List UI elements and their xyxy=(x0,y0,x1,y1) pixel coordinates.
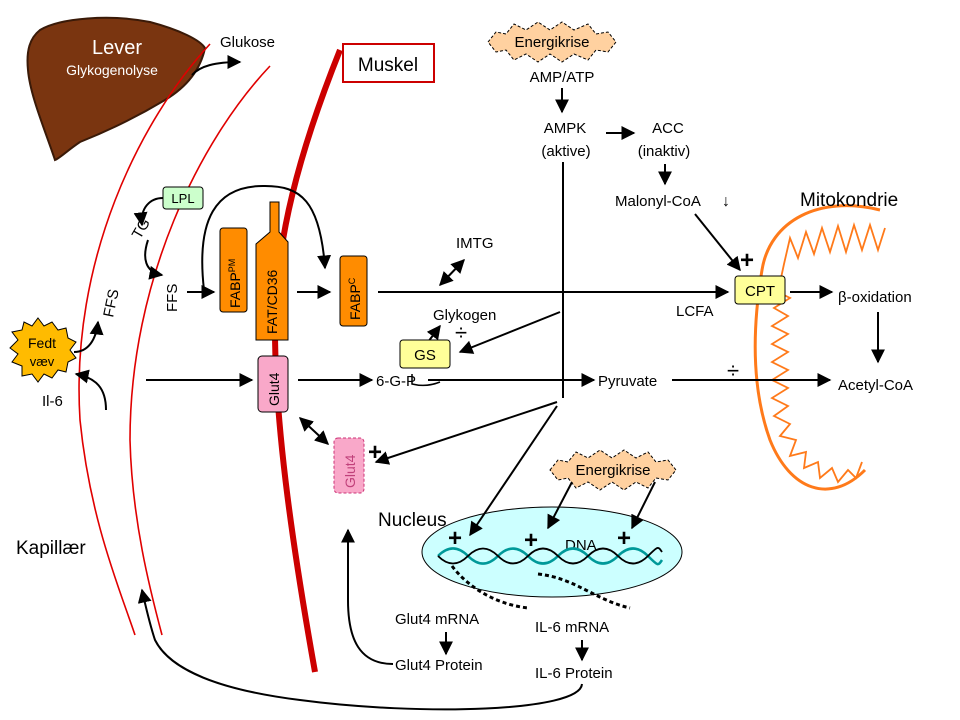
cpt-box xyxy=(734,275,786,305)
ampk-glut4-arrow xyxy=(374,401,558,465)
malonyl-cpt-sign: + xyxy=(740,247,754,274)
fabp-c-label: FABPC xyxy=(347,277,363,320)
acc-state: (inaktiv) xyxy=(638,143,691,160)
cpt-label: CPT xyxy=(745,283,775,300)
fedt-ffs-arrow xyxy=(73,320,104,353)
capillary-wall-right xyxy=(129,65,271,636)
glut4-traffic-arrow xyxy=(298,417,330,445)
pyruvate-inhibit-sign: ÷ xyxy=(727,358,739,383)
glut4-vesicle-label: Glut4 xyxy=(342,454,358,488)
glut4-vesicle-box xyxy=(333,437,365,494)
muskel-box xyxy=(342,43,435,83)
glukose-arrow xyxy=(191,55,242,76)
malonyl-down-arrow: ↓ xyxy=(722,193,730,210)
tg-ffs-arrow xyxy=(144,239,164,280)
il6-protein-label: IL-6 Protein xyxy=(535,665,613,682)
dna-sign-1: + xyxy=(448,525,462,552)
gs-label: GS xyxy=(414,347,436,364)
mitokondrie-cristae xyxy=(770,221,886,484)
il6-protein-capillary-arrow xyxy=(137,588,583,711)
gs-inhibit-sign: ÷ xyxy=(455,320,467,345)
fedt-vaev-burst xyxy=(9,317,77,383)
energikrise-dna-arrow-1 xyxy=(547,481,573,530)
fabp-pm-label: FABPPM xyxy=(227,259,243,308)
mitokondrie-label: Mitokondrie xyxy=(800,190,898,211)
glykogen-label: Glykogen xyxy=(433,307,496,324)
il6-mrna-label: IL-6 mRNA xyxy=(535,619,609,636)
glut4-vesicle-sign: + xyxy=(368,439,382,466)
gs-box xyxy=(399,339,451,369)
malonyl-label: Malonyl-CoA xyxy=(615,193,701,210)
energikrise-mid-burst xyxy=(549,449,677,491)
mitokondrie-outer xyxy=(753,204,881,491)
dna-strand-black xyxy=(437,547,663,565)
glut4-mrna-label: Glut4 mRNA xyxy=(395,611,479,628)
lpl-arrow xyxy=(133,197,164,227)
muskel-label: Muskel xyxy=(358,55,418,76)
glukose-label: Glukose xyxy=(220,34,275,51)
energikrise-dna-arrow-2 xyxy=(631,481,656,530)
lpl-label: LPL xyxy=(171,191,194,206)
fat-cd36-box xyxy=(255,201,289,341)
fabp-c-box xyxy=(339,255,368,327)
dna-sign-2: + xyxy=(524,527,538,554)
glut4-membrane-label: Glut4 xyxy=(266,372,282,406)
liver-title: Lever xyxy=(92,37,142,59)
energikrise-top-burst xyxy=(487,21,617,63)
il6-fedt-arrow xyxy=(74,369,107,411)
kapillaer-label: Kapillær xyxy=(16,538,86,559)
imtg-label: IMTG xyxy=(456,235,494,252)
energikrise-top-label: Energikrise xyxy=(514,34,589,51)
ampk-gs-arrow xyxy=(458,311,561,354)
beta-ox-label: β-oxidation xyxy=(838,289,912,306)
imtg-arrow xyxy=(439,258,465,287)
liver-subtitle: Glykogenolyse xyxy=(66,62,158,78)
amp-atp-label: AMP/ATP xyxy=(530,69,595,86)
il6-mrna-strand xyxy=(537,572,631,610)
ffs-mid-label: FFS xyxy=(164,284,181,312)
ampk-state: (aktive) xyxy=(541,143,590,160)
acc-label: ACC xyxy=(652,120,684,137)
energikrise-mid-label: Energikrise xyxy=(575,462,650,479)
malonyl-cpt-arrow xyxy=(694,213,741,272)
glut4-mrna-strand xyxy=(450,565,529,610)
g6p-glykogen-link xyxy=(411,374,441,387)
fabp-pm-box xyxy=(219,227,248,313)
gs-glykogen-arrow xyxy=(426,324,441,343)
glut4-protein-vesicle-arrow xyxy=(341,528,394,665)
ampk-label: AMPK xyxy=(544,120,587,137)
fedt-label: Fedt xyxy=(28,335,56,351)
ampk-dna-arrow xyxy=(469,405,558,537)
ffs-capillary-label: FFS xyxy=(100,288,123,319)
liver-shape xyxy=(26,16,207,162)
vaev-label: væv xyxy=(30,354,55,369)
lcfa-label: LCFA xyxy=(676,303,714,320)
g6p-label: 6-G-P xyxy=(376,373,416,390)
fat-cd36-label: FAT/CD36 xyxy=(264,269,280,334)
dna-sign-3: + xyxy=(617,525,631,552)
pyruvate-label: Pyruvate xyxy=(598,373,657,390)
acetyl-coa-label: Acetyl-CoA xyxy=(838,377,913,394)
tg-label: TG xyxy=(129,215,154,242)
il6-label: Il-6 xyxy=(42,393,63,410)
glut4-membrane-box xyxy=(257,355,289,413)
glut4-protein-label: Glut4 Protein xyxy=(395,657,483,674)
nucleus-label: Nucleus xyxy=(378,510,447,531)
fabp-transport-arrow xyxy=(201,184,332,291)
